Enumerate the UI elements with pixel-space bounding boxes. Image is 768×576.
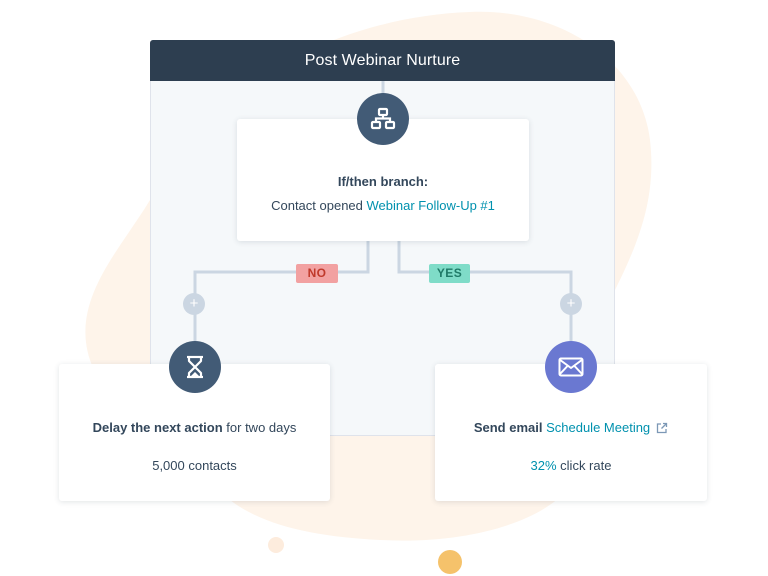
click-rate-suffix: click rate — [560, 458, 612, 473]
decorative-dot-small — [268, 537, 284, 553]
email-click-rate: 32% click rate — [435, 458, 707, 473]
no-branch-tag: NO — [296, 264, 338, 283]
envelope-icon — [545, 341, 597, 393]
delay-description: Delay the next action for two days — [59, 420, 330, 435]
add-action-button-no[interactable]: + — [183, 293, 205, 315]
delay-action-bold: Delay the next action — [92, 420, 223, 435]
hourglass-icon — [169, 341, 221, 393]
click-rate-value: 32% — [530, 458, 557, 473]
add-action-button-yes[interactable]: + — [560, 293, 582, 315]
branch-tree-icon — [357, 93, 409, 145]
email-action-bold: Send email — [473, 420, 543, 435]
branch-condition-prefix: Contact opened — [271, 198, 363, 213]
branch-heading: If/then branch: — [337, 174, 429, 189]
webinar-follow-up-link[interactable]: Webinar Follow-Up #1 — [366, 198, 495, 213]
branch-condition: Contact opened Webinar Follow-Up #1 — [237, 198, 529, 213]
delay-contact-count: 5,000 contacts — [152, 458, 237, 473]
email-description: Send email Schedule Meeting — [435, 420, 707, 437]
schedule-meeting-link[interactable]: Schedule Meeting — [546, 420, 651, 435]
workflow-title: Post Webinar Nurture — [150, 40, 615, 81]
decorative-dot-orange — [438, 550, 462, 574]
external-link-icon[interactable] — [656, 422, 668, 437]
delay-action-rest: for two days — [226, 420, 297, 435]
yes-branch-tag: YES — [429, 264, 470, 283]
